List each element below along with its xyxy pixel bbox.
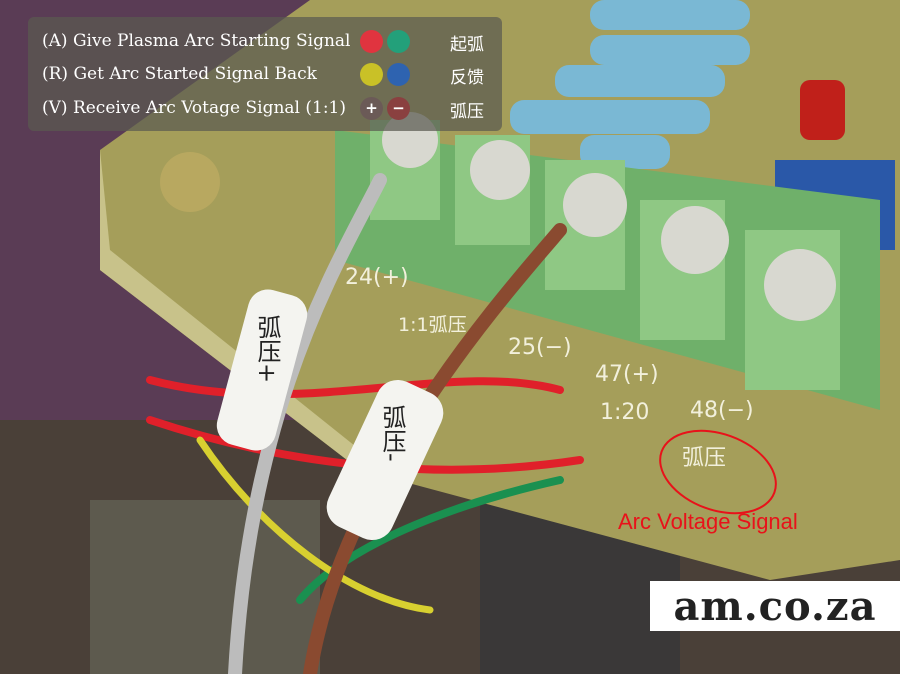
- minus-icon: −: [387, 97, 410, 120]
- sleeve-plus: [216, 289, 308, 451]
- screw: [160, 152, 220, 212]
- signal-legend: (A) Give Plasma Arc Starting Signal 起弧 (…: [28, 17, 502, 131]
- legend-row-r: (R) Get Arc Started Signal Back: [42, 59, 317, 89]
- legend-cn-a: 起弧: [450, 35, 484, 55]
- silk-47: 47(+): [595, 362, 659, 387]
- yellow-dot-icon: [360, 63, 383, 86]
- watermark-logo: am.co.za: [650, 581, 900, 631]
- legend-cn-r: 反馈: [450, 68, 484, 88]
- watermark-text: am.co.za: [673, 582, 877, 630]
- transformer: [90, 500, 320, 674]
- green-dot-icon: [387, 30, 410, 53]
- silk-48: 48(−): [690, 398, 754, 423]
- legend-label-v: (V) Receive Arc Votage Signal (1:1): [42, 98, 346, 118]
- pcb-edge: [100, 150, 360, 470]
- sleeve-minus-label: 弧压-: [378, 405, 406, 462]
- silk-25: 25(−): [508, 335, 572, 360]
- silk-ratio1: 1:1弧压: [398, 314, 467, 336]
- sleeve-minus: [326, 379, 444, 541]
- silk-ratio20: 1:20: [600, 400, 650, 425]
- legend-label-a: (A) Give Plasma Arc Starting Signal: [42, 31, 351, 51]
- terminal-block: [335, 112, 880, 410]
- sleeve-plus-label: 弧压+: [253, 315, 281, 384]
- silk-arc-cn: 弧压: [682, 446, 727, 471]
- red-jumper: [800, 80, 845, 140]
- legend-label-r: (R) Get Arc Started Signal Back: [42, 64, 317, 84]
- plus-icon: +: [360, 97, 383, 120]
- red-dot-icon: [360, 30, 383, 53]
- legend-row-a: (A) Give Plasma Arc Starting Signal: [42, 26, 350, 56]
- arc-voltage-annotation: Arc Voltage Signal: [618, 509, 798, 534]
- annotation-ellipse: [659, 429, 777, 515]
- blue-dot-icon: [387, 63, 410, 86]
- legend-row-v: (V) Receive Arc Votage Signal (1:1): [42, 93, 346, 123]
- legend-cn-v: 弧压: [450, 102, 484, 122]
- silk-24: 24(+): [345, 265, 409, 290]
